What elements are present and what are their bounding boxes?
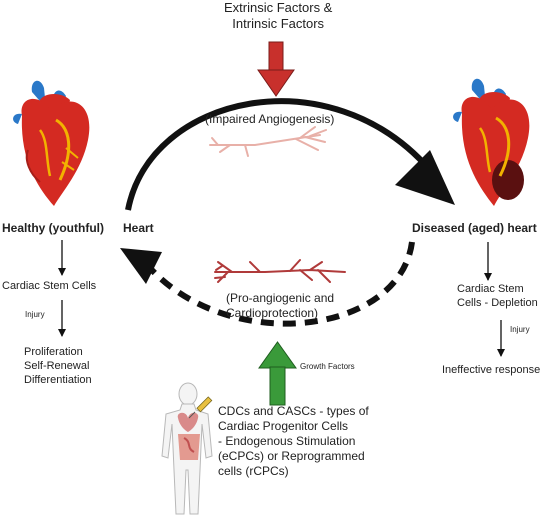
left-outcome-label: Proliferation Self-Renewal Differentiati… (24, 346, 92, 386)
growth-factors-label: Growth Factors (300, 362, 355, 371)
impaired-cycle-arrow (125, 98, 433, 211)
diseased-heart-icon (453, 78, 530, 206)
diseased-heart-title: Diseased (aged) heart (412, 221, 537, 235)
left-injury-label: Injury (25, 310, 45, 319)
right-injury-label: Injury (510, 325, 530, 334)
cpc-description: CDCs and CASCs - types of Cardiac Progen… (218, 404, 369, 479)
syringe-icon (188, 396, 213, 419)
internal-organs-icon (177, 412, 200, 460)
right-outcome-label: Ineffective response (442, 364, 541, 376)
pale-vessel-icon (209, 126, 327, 157)
top-factors-label: Extrinsic Factors & Intrinsic Factors (224, 0, 333, 32)
restorative-cycle-arrowhead (120, 248, 162, 284)
restorative-cycle-arrow (147, 241, 415, 327)
left-stem-cells-label: Cardiac Stem Cells (2, 280, 97, 292)
pro-angiogenic-label: (Pro-angiogenic and Cardioprotection) (226, 291, 335, 320)
red-down-arrow (257, 41, 295, 97)
right-stem-cells-label: Cardiac Stem Cells - Depletion (457, 283, 538, 309)
cpc-details: - types of Cardiac Progenitor Cells - En… (218, 404, 369, 478)
cpc-title: CDCs and CASCs (218, 404, 317, 418)
green-up-arrow (258, 341, 297, 406)
dark-vessel-icon (214, 259, 346, 283)
healthy-heart-title-heart: Heart (123, 221, 154, 235)
impaired-cycle-arrowhead (395, 150, 455, 205)
healthy-heart-icon (13, 80, 90, 206)
impaired-angiogenesis-label: (Impaired Angiogenesis) (205, 112, 335, 126)
healthy-heart-title: Healthy (youthful) (2, 221, 104, 235)
